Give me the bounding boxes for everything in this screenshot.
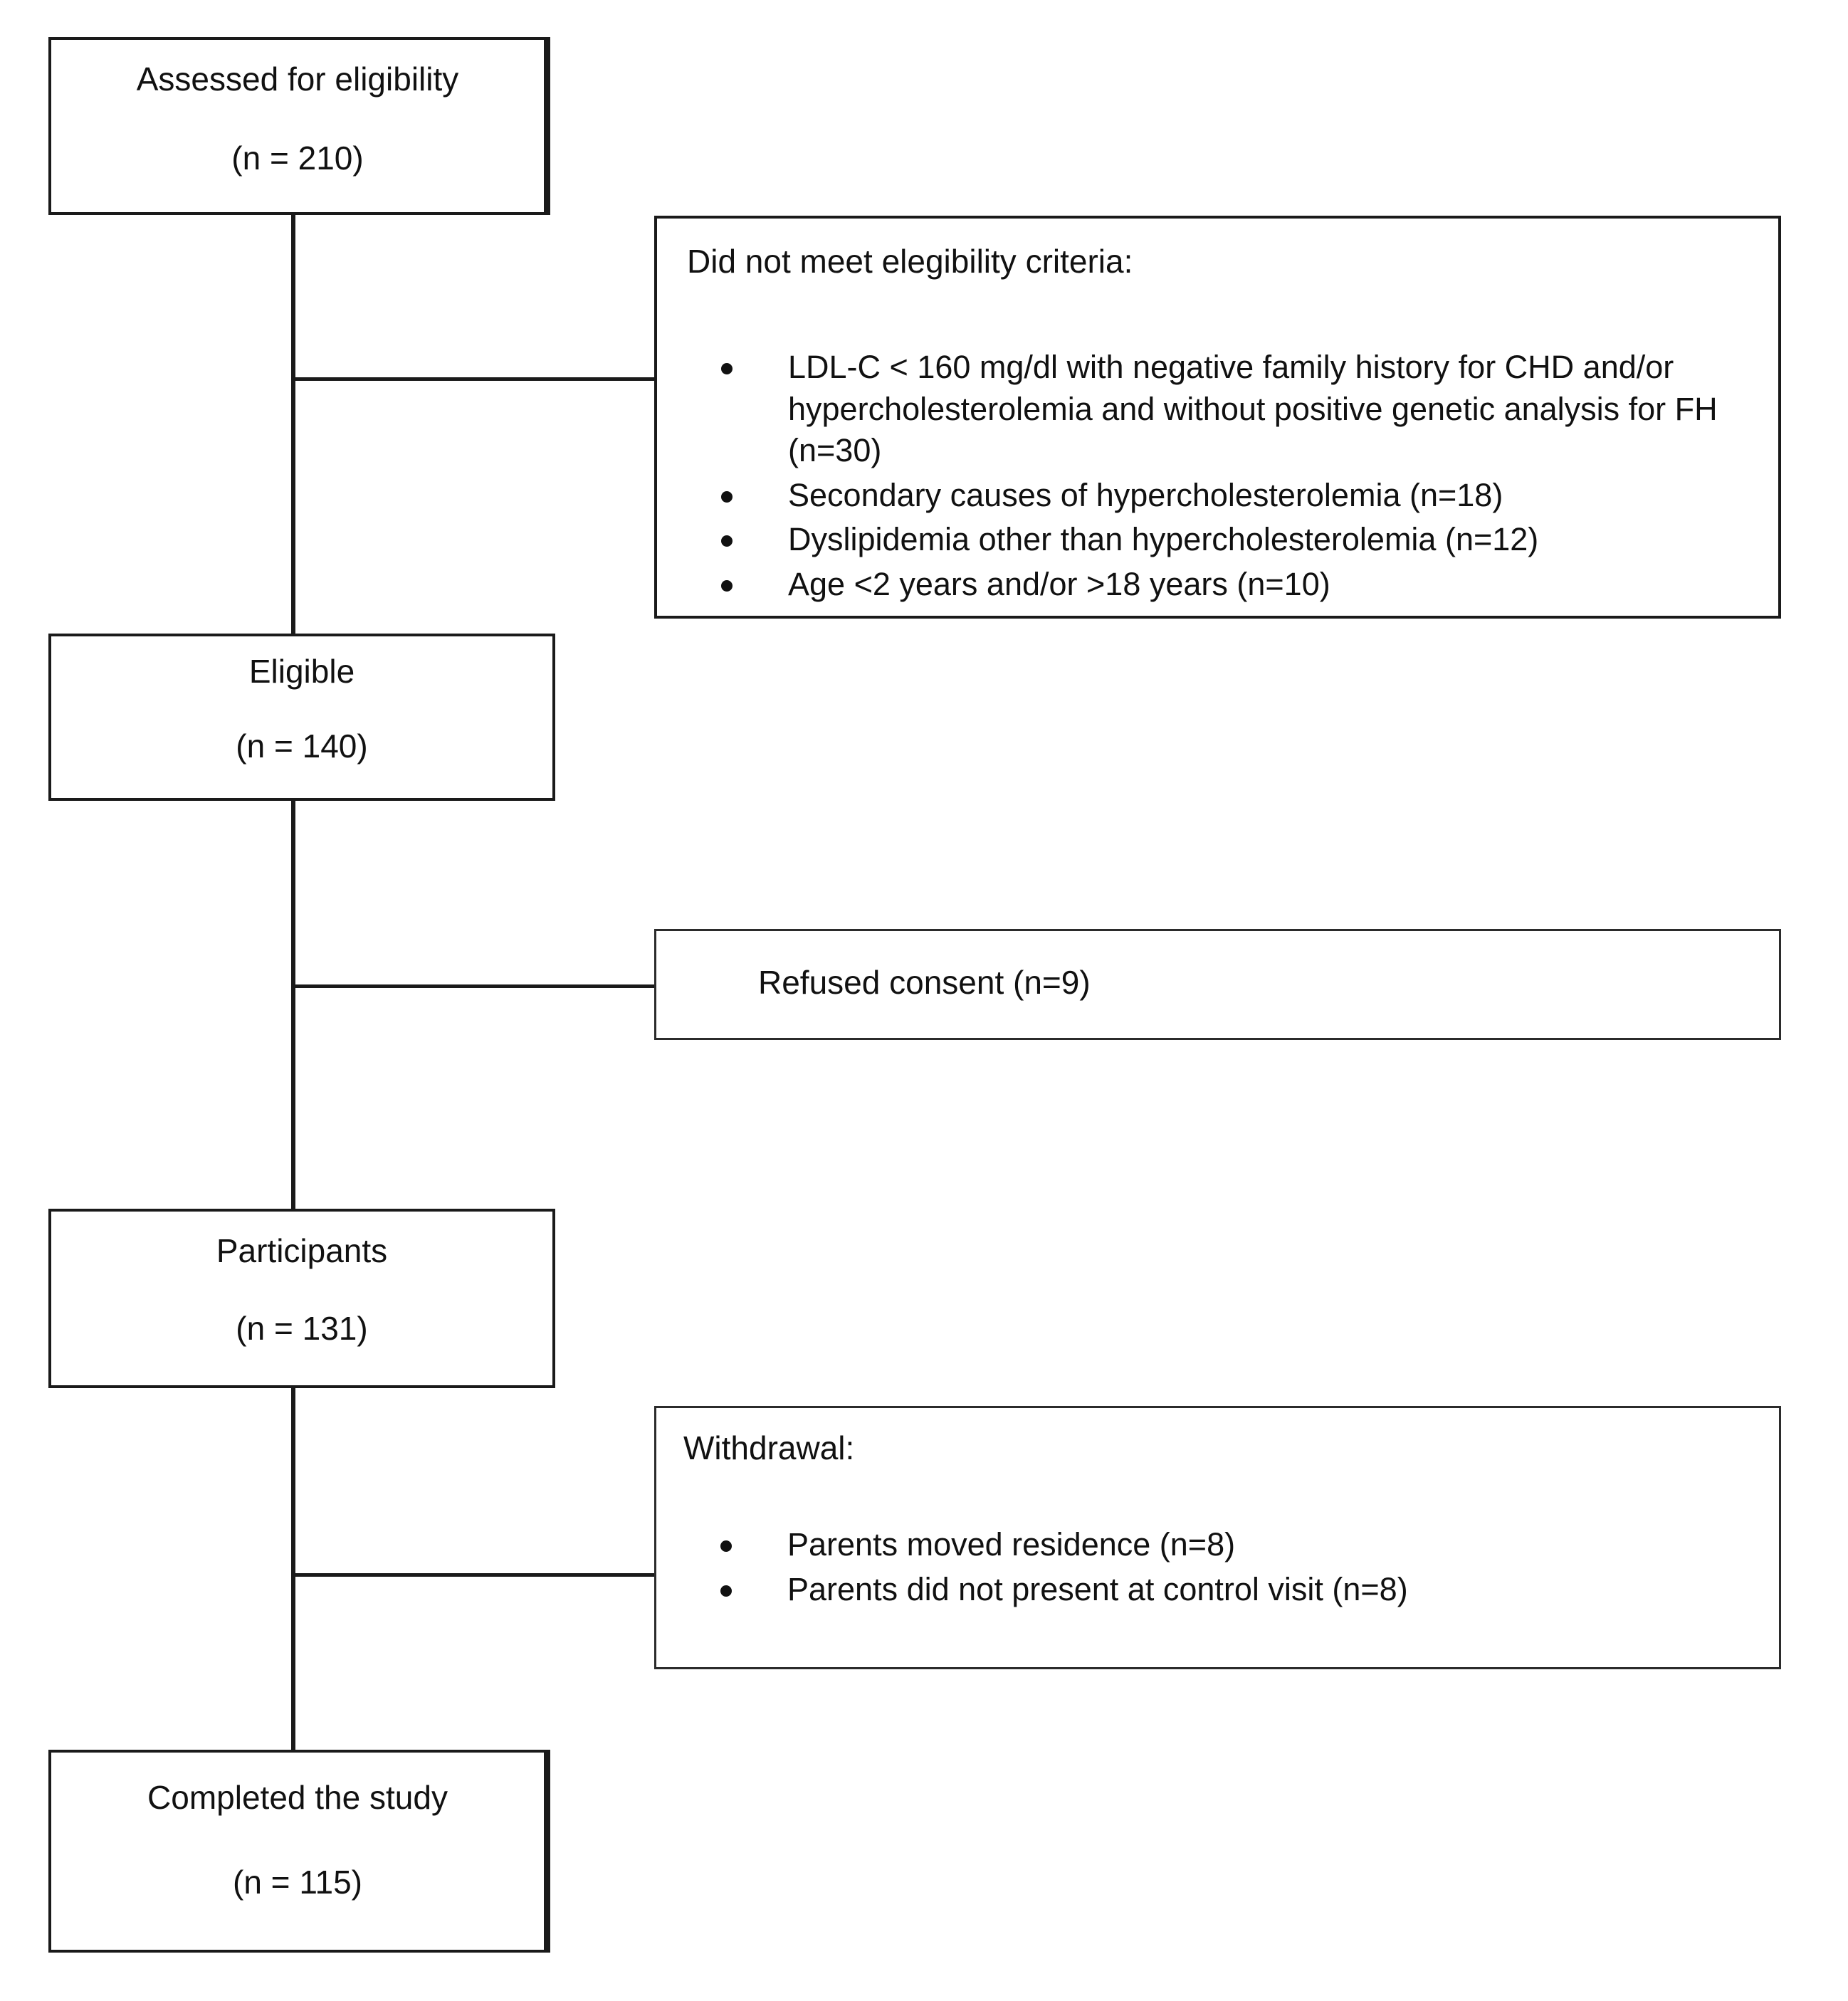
list-item: Age <2 years and/or >18 years (n=10) — [704, 564, 1758, 606]
node-participants-count: (n = 131) — [236, 1309, 368, 1347]
node-completed-count: (n = 115) — [233, 1863, 362, 1901]
node-assessed-count: (n = 210) — [231, 139, 364, 177]
node-participants: Participants (n = 131) — [48, 1209, 555, 1388]
exclusion-item-text: Age <2 years and/or >18 years (n=10) — [788, 565, 1330, 602]
bullet-icon — [721, 579, 733, 592]
bullet-icon — [721, 363, 733, 375]
connector-branch-refused — [291, 984, 656, 988]
withdrawal-item-text: Parents moved residence (n=8) — [787, 1526, 1236, 1563]
node-completed-the-study: Completed the study (n = 115) — [48, 1750, 550, 1953]
bullet-icon — [720, 1540, 732, 1553]
node-assessed-for-eligibility: Assessed for eligibility (n = 210) — [48, 37, 550, 215]
connector-eligible-to-participants — [291, 799, 295, 1210]
connector-branch-exclusions — [291, 377, 654, 381]
box-withdrawal: Withdrawal: Parents moved residence (n=8… — [654, 1406, 1781, 1669]
exclusion-bullet-list: LDL-C < 160 mg/dl with negative family h… — [704, 347, 1758, 608]
box-refused-consent: Refused consent (n=9) — [654, 929, 1781, 1040]
node-eligible-count: (n = 140) — [236, 727, 368, 765]
list-item: Parents did not present at control visit… — [703, 1569, 1757, 1611]
box-exclusion-criteria: Did not meet elegibility criteria: LDL-C… — [654, 216, 1781, 619]
node-completed-title: Completed the study — [147, 1779, 448, 1816]
list-item: Dyslipidemia other than hypercholesterol… — [704, 519, 1758, 561]
exclusion-item-text: Dyslipidemia other than hypercholesterol… — [788, 521, 1539, 557]
node-eligible-title: Eligible — [248, 653, 355, 690]
node-assessed-title: Assessed for eligibility — [136, 61, 459, 98]
refused-consent-label: Refused consent (n=9) — [758, 964, 1091, 1001]
connector-assessed-to-eligible — [291, 214, 295, 635]
exclusion-heading: Did not meet elegibility criteria: — [687, 243, 1133, 280]
node-participants-title: Participants — [216, 1232, 388, 1269]
node-eligible: Eligible (n = 140) — [48, 634, 555, 801]
withdrawal-bullet-list: Parents moved residence (n=8) Parents di… — [703, 1524, 1757, 1613]
withdrawal-item-text: Parents did not present at control visit… — [787, 1570, 1408, 1607]
connector-branch-withdrawal — [291, 1573, 656, 1577]
list-item: Parents moved residence (n=8) — [703, 1524, 1757, 1566]
exclusion-item-text: LDL-C < 160 mg/dl with negative family h… — [788, 349, 1718, 468]
list-item: LDL-C < 160 mg/dl with negative family h… — [704, 347, 1758, 472]
exclusion-item-text: Secondary causes of hypercholesterolemia… — [788, 476, 1503, 513]
withdrawal-heading: Withdrawal: — [683, 1429, 855, 1466]
bullet-icon — [721, 490, 733, 503]
list-item: Secondary causes of hypercholesterolemia… — [704, 475, 1758, 517]
bullet-icon — [720, 1585, 732, 1597]
connector-participants-to-completed — [291, 1387, 295, 1751]
bullet-icon — [721, 535, 733, 547]
